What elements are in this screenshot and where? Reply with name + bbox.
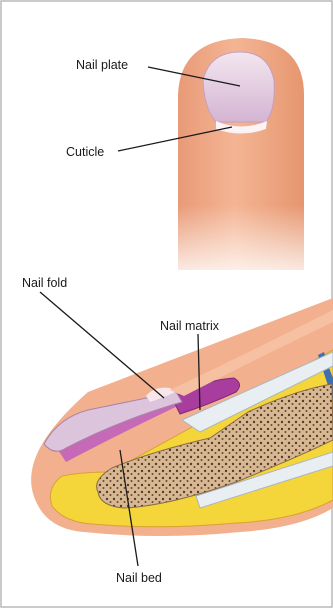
label-nail-plate: Nail plate [76,58,128,72]
label-cuticle: Cuticle [66,145,104,159]
nail-plate-shape [203,52,274,122]
label-nail-bed: Nail bed [116,571,162,585]
finger-fade [176,205,306,275]
fingertip-illustration [176,38,306,275]
label-nail-matrix: Nail matrix [160,319,220,333]
label-nail-fold: Nail fold [22,276,67,290]
